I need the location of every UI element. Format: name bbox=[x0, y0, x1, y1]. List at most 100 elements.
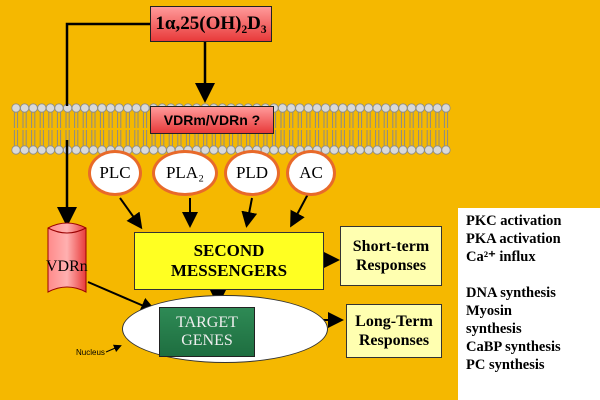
enzyme-pla2: PLA₂ bbox=[152, 150, 218, 196]
arrow-plc bbox=[119, 197, 143, 230]
lipid-head bbox=[88, 145, 99, 155]
lipid-head bbox=[88, 103, 99, 113]
lipid-head bbox=[381, 145, 391, 155]
short-term-effects: PKC activation PKA activation Ca²⁺ influ… bbox=[466, 212, 600, 266]
lipid-head bbox=[424, 145, 434, 155]
long-term-line1: Long-Term bbox=[355, 312, 433, 330]
lipid-head bbox=[97, 103, 107, 113]
vdrn-label: VDRn bbox=[46, 258, 88, 275]
lipid-head bbox=[320, 103, 331, 113]
lipid-head bbox=[80, 145, 90, 155]
lipid-head bbox=[131, 103, 141, 113]
lipid-head bbox=[355, 103, 365, 113]
lipid-head bbox=[20, 103, 30, 113]
lipid-head bbox=[424, 103, 434, 113]
lipid-head bbox=[441, 103, 451, 113]
lipid-head bbox=[286, 145, 296, 155]
target-genes-line2: GENES bbox=[181, 332, 233, 349]
effect-item: Myosin bbox=[466, 303, 512, 319]
arrow-pld bbox=[241, 197, 258, 228]
lipid-head bbox=[157, 145, 167, 155]
lipid-head bbox=[346, 103, 356, 113]
lipid-head bbox=[123, 103, 133, 113]
lipid-head bbox=[20, 145, 30, 155]
lipid-head bbox=[28, 103, 38, 113]
short-term-box: Short-term Responses bbox=[340, 226, 442, 286]
hormone-label: 1α,25(OH)₂D₃ bbox=[155, 13, 267, 34]
lipid-head bbox=[372, 103, 382, 113]
lipid-head bbox=[372, 145, 382, 155]
lipid-head bbox=[209, 145, 219, 155]
lipid-head bbox=[45, 145, 56, 155]
lipid-head bbox=[441, 145, 451, 155]
lipid-head bbox=[71, 103, 81, 113]
target-genes-box: TARGET GENES bbox=[159, 307, 255, 357]
long-term-box: Long-Term Responses bbox=[346, 304, 442, 358]
enzyme-pld: PLD bbox=[224, 150, 280, 196]
enzyme-ac: AC bbox=[286, 150, 336, 196]
lipid-head bbox=[269, 145, 279, 155]
lipid-head bbox=[398, 103, 408, 113]
lipid-head bbox=[363, 145, 374, 155]
effect-item: PKA activation bbox=[466, 231, 561, 247]
lipid-head bbox=[114, 103, 124, 113]
hormone-box: 1α,25(OH)₂D₃ bbox=[150, 6, 272, 42]
long-term-line2: Responses bbox=[358, 332, 430, 349]
arrow-nucleus-label bbox=[105, 344, 122, 353]
lipid-head bbox=[54, 103, 64, 113]
lipid-head bbox=[338, 103, 348, 113]
lipid-head bbox=[355, 145, 365, 155]
short-term-line1: Short-term bbox=[352, 237, 430, 255]
lipid-head bbox=[226, 145, 236, 155]
enzyme-label: AC bbox=[299, 163, 323, 182]
lipid-head bbox=[80, 103, 90, 113]
lipid-head bbox=[329, 103, 339, 113]
lipid-head bbox=[406, 145, 417, 155]
long-term-effects: DNA synthesis Myosin synthesis CaBP synt… bbox=[466, 284, 600, 374]
lipid-head bbox=[346, 145, 356, 155]
target-genes-line1: TARGET bbox=[176, 313, 238, 331]
effect-item: DNA synthesis bbox=[466, 285, 556, 301]
effect-item: CaBP synthesis bbox=[466, 339, 561, 355]
lipid-head bbox=[303, 103, 313, 113]
second-messengers-line1: SECOND bbox=[193, 240, 265, 260]
lipid-head bbox=[398, 145, 408, 155]
lipid-head bbox=[329, 145, 339, 155]
lipid-head bbox=[389, 103, 399, 113]
lipid-head bbox=[406, 103, 417, 113]
vdrn-cylinder bbox=[47, 222, 87, 293]
effect-item: PC synthesis bbox=[466, 357, 545, 373]
lipid-head bbox=[11, 145, 21, 155]
lipid-head bbox=[37, 103, 47, 113]
arrow-vdrn-to-genes bbox=[87, 281, 157, 313]
arrow-hormone-left bbox=[65, 22, 150, 106]
second-messengers-line2: MESSENGERS bbox=[170, 261, 288, 280]
enzyme-label: PLC bbox=[99, 163, 131, 182]
lipid-head bbox=[277, 145, 288, 155]
lipid-head bbox=[131, 145, 141, 155]
lipid-head bbox=[295, 103, 305, 113]
lipid-head bbox=[71, 145, 81, 155]
enzyme-plc: PLC bbox=[88, 150, 142, 196]
membrane-receptor-box: VDRm/VDRn ? bbox=[150, 106, 274, 134]
enzyme-label: PLD bbox=[235, 163, 269, 182]
nucleus-label: Nucleus bbox=[76, 348, 105, 357]
lipid-head bbox=[11, 103, 21, 113]
lipid-head bbox=[338, 145, 348, 155]
lipid-head bbox=[140, 145, 150, 155]
lipid-head bbox=[415, 145, 425, 155]
effect-item: synthesis bbox=[466, 321, 522, 337]
lipid-head bbox=[432, 103, 442, 113]
lipid-head bbox=[106, 103, 116, 113]
effect-item: Ca²⁺ influx bbox=[466, 249, 536, 265]
lipid-head bbox=[149, 145, 159, 155]
lipid-head bbox=[312, 103, 322, 113]
lipid-head bbox=[217, 145, 227, 155]
lipid-head bbox=[389, 145, 399, 155]
lipid-head bbox=[415, 103, 425, 113]
lipid-head bbox=[381, 103, 391, 113]
effect-item: PKC activation bbox=[466, 213, 562, 229]
lipid-head bbox=[432, 145, 442, 155]
lipid-head bbox=[45, 103, 56, 113]
lipid-head bbox=[286, 103, 296, 113]
